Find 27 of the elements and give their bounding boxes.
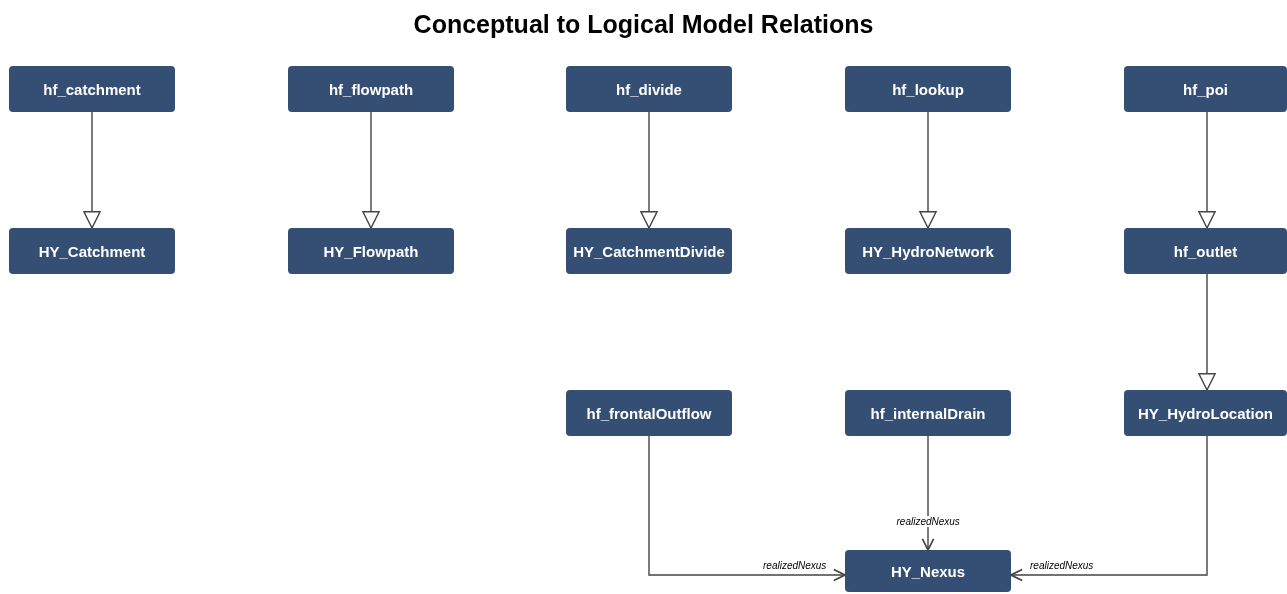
class-box: HY_Flowpath bbox=[288, 228, 454, 274]
arrow bbox=[921, 435, 935, 551]
class-box: hf_outlet bbox=[1124, 228, 1287, 274]
edge-label: realizedNexus bbox=[762, 560, 828, 571]
arrow bbox=[640, 111, 658, 229]
diagram-title: Conceptual to Logical Model Relations bbox=[413, 10, 874, 39]
arrow bbox=[919, 111, 937, 229]
arrow bbox=[1198, 273, 1216, 391]
arrow bbox=[83, 111, 101, 229]
arrow bbox=[362, 111, 380, 229]
class-box: hf_lookup bbox=[845, 66, 1011, 112]
class-box: HY_CatchmentDivide bbox=[566, 228, 732, 274]
class-box: hf_divide bbox=[566, 66, 732, 112]
class-box: hf_frontalOutflow bbox=[566, 390, 732, 436]
class-box: hf_catchment bbox=[9, 66, 175, 112]
class-box: HY_Nexus bbox=[845, 550, 1011, 592]
class-box: HY_Catchment bbox=[9, 228, 175, 274]
class-box: hf_poi bbox=[1124, 66, 1287, 112]
edge-label: realizedNexus bbox=[895, 516, 961, 527]
class-box: HY_HydroLocation bbox=[1124, 390, 1287, 436]
class-box: hf_internalDrain bbox=[845, 390, 1011, 436]
arrow bbox=[1010, 435, 1208, 582]
edge-label: realizedNexus bbox=[1029, 560, 1095, 571]
class-box: HY_HydroNetwork bbox=[845, 228, 1011, 274]
arrow bbox=[648, 435, 846, 582]
arrow bbox=[1198, 111, 1216, 229]
class-box: hf_flowpath bbox=[288, 66, 454, 112]
